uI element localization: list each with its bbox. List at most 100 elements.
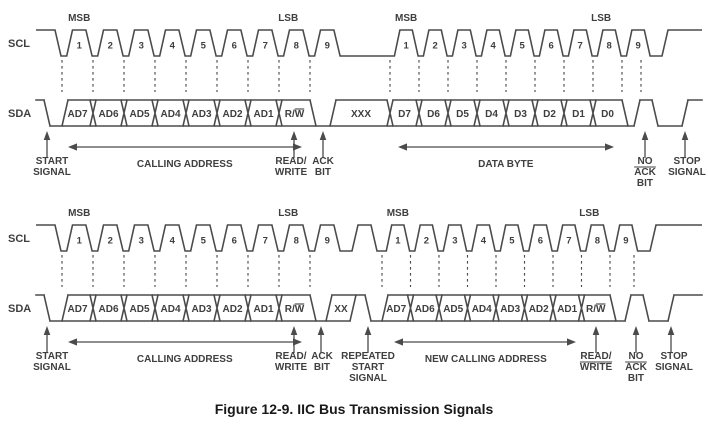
text-label: READ/	[275, 351, 306, 362]
text-label: AD1	[254, 304, 274, 315]
text-label: ACK	[311, 351, 333, 362]
text-label: START	[352, 362, 385, 373]
text-label: MSB	[387, 208, 409, 219]
text-label: LSB	[591, 13, 611, 24]
text-label: 5	[201, 236, 207, 247]
text-label: AD4	[161, 109, 181, 120]
text-label: BIT	[314, 362, 330, 373]
text-label: AD6	[415, 304, 435, 315]
text-label: ACK	[625, 362, 647, 373]
text-label: 3	[462, 41, 467, 52]
text-label: 7	[263, 41, 268, 52]
text-label: READ/	[275, 156, 306, 167]
text-label: BIT	[637, 178, 653, 189]
text-label: 6	[232, 41, 237, 52]
text-label: LSB	[579, 208, 599, 219]
bit-boundary-dashes	[61, 60, 642, 92]
arrowhead	[364, 326, 372, 335]
text-label: WRITE	[275, 167, 308, 178]
text-label: SDA	[8, 303, 31, 315]
text-label: R/W	[285, 109, 305, 120]
text-label: AD5	[443, 304, 463, 315]
arrowhead	[681, 131, 689, 140]
text-label: SCL	[8, 38, 30, 50]
text-label: 2	[433, 41, 438, 52]
arrowhead	[43, 326, 51, 335]
text-label: AD4	[472, 304, 492, 315]
text-label: D6	[427, 109, 440, 120]
text-label: D3	[514, 109, 527, 120]
text-label: AD1	[254, 109, 274, 120]
arrowhead	[641, 131, 649, 140]
text-label: AD3	[500, 304, 520, 315]
text-label: 3	[452, 236, 457, 247]
text-label: AD4	[161, 304, 181, 315]
text-label: D1	[572, 109, 585, 120]
text-label: 9	[325, 236, 330, 247]
text-label: AD7	[68, 109, 88, 120]
text-label: 5	[201, 41, 207, 52]
text-label: 7	[263, 236, 268, 247]
text-label: START	[36, 156, 69, 167]
arrowhead	[43, 131, 51, 140]
arrowhead	[632, 326, 640, 335]
scl-waveform	[36, 224, 702, 252]
text-label: BIT	[628, 373, 644, 384]
text-label: 9	[325, 41, 330, 52]
text-label: 2	[424, 236, 429, 247]
text-label: NO	[638, 156, 653, 167]
text-label: NEW CALLING ADDRESS	[425, 354, 547, 365]
text-label: AD5	[130, 109, 150, 120]
text-label: START	[36, 351, 69, 362]
text-label: AD1	[557, 304, 577, 315]
text-label: AD6	[99, 109, 119, 120]
text-label: 9	[623, 236, 628, 247]
text-label: DATA BYTE	[478, 159, 534, 170]
text-label: D7	[398, 109, 411, 120]
text-label: WRITE	[275, 362, 308, 373]
text-label: 7	[578, 41, 583, 52]
text-label: 1	[404, 41, 410, 52]
text-label: 1	[77, 236, 83, 247]
text-label: SIGNAL	[655, 362, 693, 373]
arrowhead	[319, 131, 327, 140]
text-label: NO	[629, 351, 644, 362]
text-label: MSB	[68, 13, 90, 24]
text-label: AD6	[99, 304, 119, 315]
text-label: LSB	[278, 208, 298, 219]
text-label: 4	[491, 41, 497, 52]
text-label: AD2	[529, 304, 549, 315]
text-label: AD2	[223, 109, 243, 120]
text-label: 6	[549, 41, 554, 52]
text-label: BIT	[315, 167, 331, 178]
text-label: SCL	[8, 233, 30, 245]
text-label: 6	[538, 236, 543, 247]
text-label: 2	[108, 41, 113, 52]
text-label: ACK	[634, 167, 656, 178]
text-label: 6	[232, 236, 237, 247]
text-label: 1	[395, 236, 401, 247]
text-label: D4	[485, 109, 498, 120]
figure-caption: Figure 12-9. IIC Bus Transmission Signal…	[214, 401, 494, 417]
text-label: 5	[509, 236, 515, 247]
text-label: CALLING ADDRESS	[137, 159, 233, 170]
sda-waveform	[35, 99, 703, 127]
arrowhead	[667, 326, 675, 335]
arrowhead	[592, 326, 600, 335]
text-label: AD7	[68, 304, 88, 315]
text-label: MSB	[395, 13, 417, 24]
arrowhead	[290, 326, 298, 335]
sda-waveform	[35, 294, 703, 322]
text-label: AD7	[386, 304, 406, 315]
arrowhead	[317, 326, 325, 335]
text-label: 4	[481, 236, 487, 247]
text-label: MSB	[68, 208, 90, 219]
text-label: R/W	[285, 304, 305, 315]
text-label: 3	[139, 236, 144, 247]
